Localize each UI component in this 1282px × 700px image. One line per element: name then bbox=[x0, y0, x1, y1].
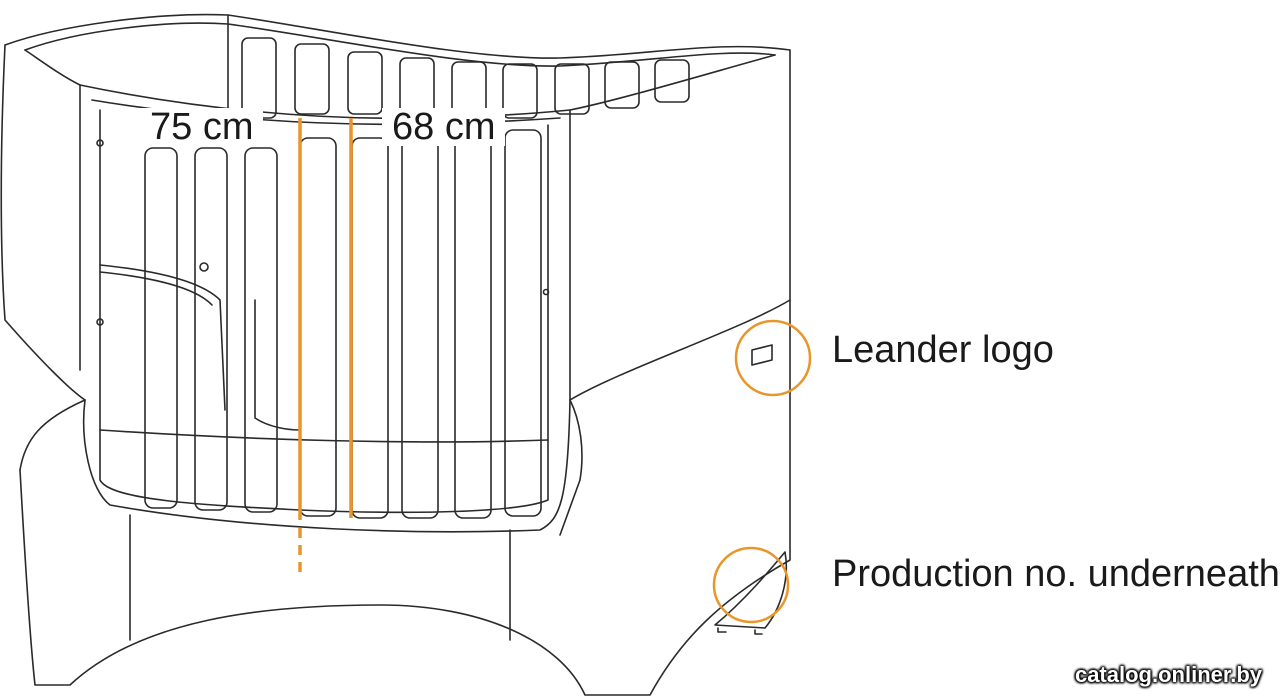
leg-foot bbox=[714, 551, 788, 629]
inner-dimension-label: 68 cm bbox=[382, 108, 506, 146]
back-slats bbox=[241, 37, 690, 119]
back-rim-outer bbox=[4, 13, 791, 59]
back-rim-inner bbox=[24, 22, 776, 67]
right-end-panel bbox=[569, 49, 791, 401]
crib-outline bbox=[0, 13, 791, 696]
front-slats bbox=[144, 129, 542, 519]
watermark: catalog.onliner.by bbox=[1074, 662, 1262, 687]
logo-callout-circle bbox=[734, 319, 812, 397]
mattress bbox=[99, 429, 549, 443]
crib-base bbox=[129, 514, 511, 641]
outer-dimension-label: 75 cm bbox=[140, 108, 264, 146]
left-end-panel bbox=[0, 44, 86, 401]
front-frame-bottom bbox=[82, 399, 571, 533]
logo-callout-label: Leander logo bbox=[832, 329, 1054, 371]
dimension-markers bbox=[298, 118, 353, 578]
production-callout-label: Production no. underneath bbox=[832, 553, 1280, 595]
production-callout-circle bbox=[712, 546, 790, 624]
logo-plate bbox=[751, 344, 773, 366]
